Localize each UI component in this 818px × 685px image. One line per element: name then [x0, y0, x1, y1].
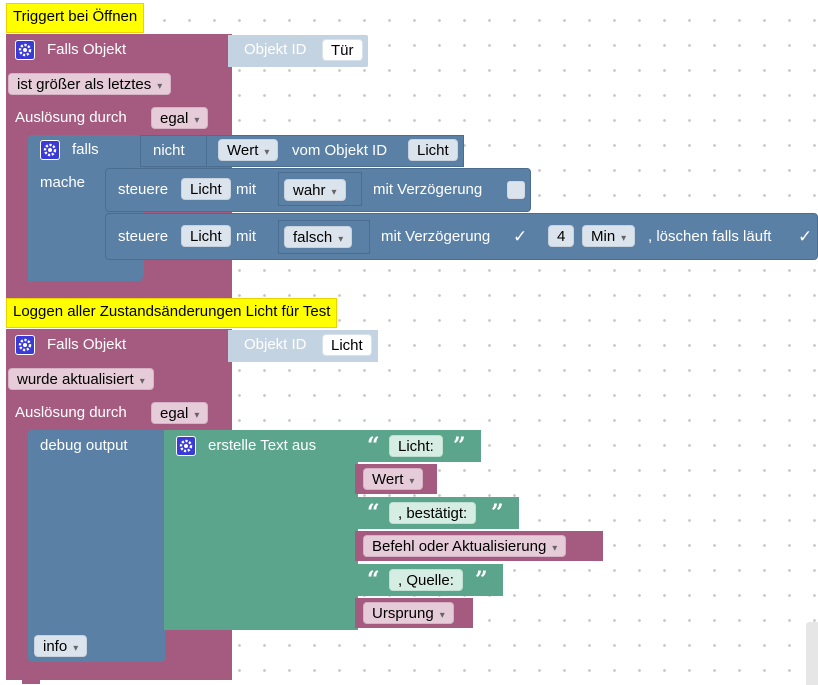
- dropdown-arrow-icon: ▾: [439, 610, 445, 621]
- text-5-field[interactable]: , Quelle:: [389, 569, 463, 591]
- dropdown-arrow-icon: ▾: [552, 543, 558, 554]
- control-2-clear-checkmark[interactable]: ✓: [798, 227, 813, 246]
- control-2-object[interactable]: Licht: [181, 225, 231, 247]
- ausloesung-dropdown[interactable]: egal▾: [151, 402, 209, 424]
- trigger-block-1-footer: [6, 284, 232, 298]
- vom-objekt-field[interactable]: Licht: [408, 139, 458, 161]
- if-label: falls: [72, 141, 99, 158]
- ausloesung-dropdown[interactable]: egal▾: [151, 107, 209, 129]
- dropdown-arrow-icon: ▾: [331, 187, 337, 198]
- trigger-block-2-footer: [6, 666, 232, 680]
- trigger-label: Falls Objekt: [47, 41, 127, 58]
- control-1-object[interactable]: Licht: [181, 178, 231, 200]
- condition-dropdown[interactable]: ist größer als letztes▾: [8, 73, 172, 95]
- debug-output-label: debug output: [40, 437, 128, 454]
- control-2-delay-value[interactable]: 4: [548, 225, 575, 247]
- control-1-mit: mit: [236, 181, 256, 198]
- dropdown-arrow-icon: ▾: [338, 234, 344, 245]
- quote-icon: “: [367, 567, 380, 593]
- dropdown-arrow-icon: ▾: [621, 233, 627, 244]
- debug-output-block[interactable]: [28, 430, 165, 662]
- gear-icon[interactable]: [40, 140, 60, 160]
- text-join-block[interactable]: [164, 430, 358, 630]
- comment-triggert-bei-oeffnen[interactable]: Triggert bei Öffnen: [6, 3, 145, 33]
- ursprung-dropdown[interactable]: Ursprung▾: [363, 602, 454, 624]
- dropdown-arrow-icon: ▾: [194, 115, 200, 126]
- dropdown-arrow-icon: ▾: [73, 643, 79, 654]
- vom-objekt-label: vom Objekt ID: [292, 142, 388, 159]
- comment-loggen[interactable]: Loggen aller Zustandsänderungen Licht fü…: [6, 298, 338, 328]
- quote-icon: “: [367, 500, 380, 526]
- quote-icon: ”: [491, 500, 504, 526]
- control-2-delay-unit[interactable]: Min▾: [582, 225, 636, 247]
- wert-dropdown[interactable]: Wert▾: [363, 468, 424, 490]
- control-2-clear-label: , löschen falls läuft: [648, 228, 772, 245]
- control-2-delay-checkmark[interactable]: ✓: [513, 227, 528, 246]
- dropdown-arrow-icon: ▾: [157, 81, 163, 92]
- control-2-value-dropdown[interactable]: falsch▾: [284, 226, 353, 248]
- control-2-label: steuere: [118, 228, 169, 245]
- control-1-delay-label: mit Verzögerung: [373, 181, 483, 198]
- gear-icon[interactable]: [176, 436, 196, 456]
- control-1-delay-checkbox[interactable]: [507, 181, 525, 199]
- trash-can-icon[interactable]: [806, 622, 818, 685]
- object-id-label: Objekt ID: [244, 41, 307, 58]
- trigger-label: Falls Objekt: [47, 336, 127, 353]
- not-block[interactable]: [140, 135, 210, 167]
- object-id-field[interactable]: Licht: [322, 334, 372, 356]
- quote-icon: ”: [453, 433, 466, 459]
- ausloesung-label: Auslösung durch: [15, 404, 127, 421]
- object-id-label: Objekt ID: [244, 336, 307, 353]
- condition-dropdown[interactable]: wurde aktualisiert▾: [8, 368, 154, 390]
- dropdown-arrow-icon: ▾: [264, 147, 270, 158]
- dropdown-arrow-icon: ▾: [409, 476, 415, 487]
- text-join-label: erstelle Text aus: [208, 437, 317, 454]
- do-label: mache: [40, 174, 86, 191]
- befehl-dropdown[interactable]: Befehl oder Aktualisierung▾: [363, 535, 567, 557]
- ausloesung-label: Auslösung durch: [15, 109, 127, 126]
- if-block-bottom: [28, 265, 141, 281]
- quote-icon: “: [367, 433, 380, 459]
- gear-icon[interactable]: [15, 335, 35, 355]
- dropdown-arrow-icon: ▾: [194, 410, 200, 421]
- control-1-value-dropdown[interactable]: wahr▾: [284, 179, 346, 201]
- text-1-field[interactable]: Licht:: [389, 435, 443, 457]
- control-2-mit: mit: [236, 228, 256, 245]
- quote-icon: ”: [475, 567, 488, 593]
- trigger-block-2-tab: [22, 678, 40, 684]
- gear-icon[interactable]: [15, 40, 35, 60]
- get-value-dropdown[interactable]: Wert▾: [218, 139, 279, 161]
- log-level-dropdown[interactable]: info▾: [34, 635, 88, 657]
- control-1-label: steuere: [118, 181, 169, 198]
- dropdown-arrow-icon: ▾: [139, 376, 145, 387]
- control-2-delay-label: mit Verzögerung: [381, 228, 491, 245]
- object-id-field[interactable]: Tür: [322, 39, 363, 61]
- text-3-field[interactable]: , bestätigt:: [389, 502, 477, 524]
- not-label: nicht: [153, 142, 185, 159]
